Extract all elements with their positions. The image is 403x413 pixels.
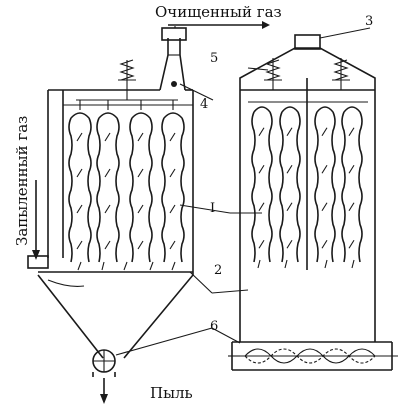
flow-arrow [348,164,355,174]
filter-sleeve-wall [115,117,120,263]
flow-arrow [76,132,83,142]
rotary-valve-icon [92,349,116,377]
filter-sleeve-cap [98,112,118,119]
right-spring-left-icon [264,58,282,90]
callout-6: 6 [210,319,218,334]
left-filter-bags [68,112,185,263]
right-filter-housing [228,34,398,371]
callout-4: 4 [200,97,208,112]
left-outlet-stack [159,27,187,91]
flow-arrows [32,21,355,404]
flow-arrow [169,240,176,250]
right-spring-right-icon [332,58,350,90]
filter-sleeve-wall [268,111,273,263]
filter-sleeve-cap [70,112,90,119]
callout-5: 5 [210,51,218,66]
callout-3: 3 [365,14,373,29]
flow-arrow [348,202,355,212]
left-bag-hanger [76,90,178,110]
flow-arrow [76,168,83,178]
left-filter-housing [27,89,194,359]
flow-arrow [286,127,293,137]
flow-arrow [137,168,144,178]
filter-sleeve-wall [296,111,301,263]
right-filter-bags [251,106,363,263]
flow-arrow [321,164,328,174]
flow-arrow [258,127,265,137]
flow-arrow [258,202,265,212]
flow-arrow [348,127,355,137]
filter-sleeve-wall [180,117,185,263]
flow-arrow [169,204,176,214]
flow-arrow [137,240,144,250]
flow-arrow [169,168,176,178]
filter-sleeve-wall [251,111,256,263]
flow-arrow [321,202,328,212]
flow-arrow [286,164,293,174]
filter-sleeve-wall [358,111,363,263]
filter-sleeve-cap [131,112,151,119]
callout-2: 2 [214,263,222,278]
flow-arrow [104,240,111,250]
dusty-gas-label: Запыленный газ [13,116,31,246]
filter-sleeve-cap [343,106,361,113]
filter-sleeve-wall [279,111,284,263]
flow-arrow [76,204,83,214]
filter-sleeve-wall [314,111,319,263]
flow-arrow [104,132,111,142]
filter-sleeve-wall [331,111,336,263]
flow-arrow [169,132,176,142]
filter-sleeve-wall [148,117,153,263]
filter-sleeve-wall [96,117,101,263]
filter-sleeve-cap [316,106,334,113]
filter-sleeve-cap [163,112,183,119]
filter-sleeve-wall [68,117,73,263]
clean-gas-label: Очищенный газ [155,3,282,21]
flow-arrow [137,204,144,214]
flow-arrow [321,239,328,249]
flow-arrow [104,204,111,214]
flow-arrow [258,164,265,174]
flow-arrow [258,239,265,249]
flow-arrow [348,239,355,249]
flow-arrow [137,132,144,142]
flow-arrow [286,202,293,212]
filter-sleeve-cap [281,106,299,113]
dust-label: Пыль [150,384,193,402]
filter-sleeve-wall [87,117,92,263]
leader-lines [115,27,371,356]
flow-arrow [104,168,111,178]
callout-1: I [210,201,215,216]
valve-4-icon [171,81,177,87]
filter-sleeve-cap [253,106,271,113]
filter-sleeve-wall [161,117,166,263]
left-spring-icon [118,59,136,90]
filter-sleeve-wall [129,117,134,263]
flow-arrow [321,127,328,137]
filter-sleeve-wall [341,111,346,263]
flow-arrow [286,239,293,249]
flow-arrow [76,240,83,250]
screw-conveyor [238,348,385,364]
